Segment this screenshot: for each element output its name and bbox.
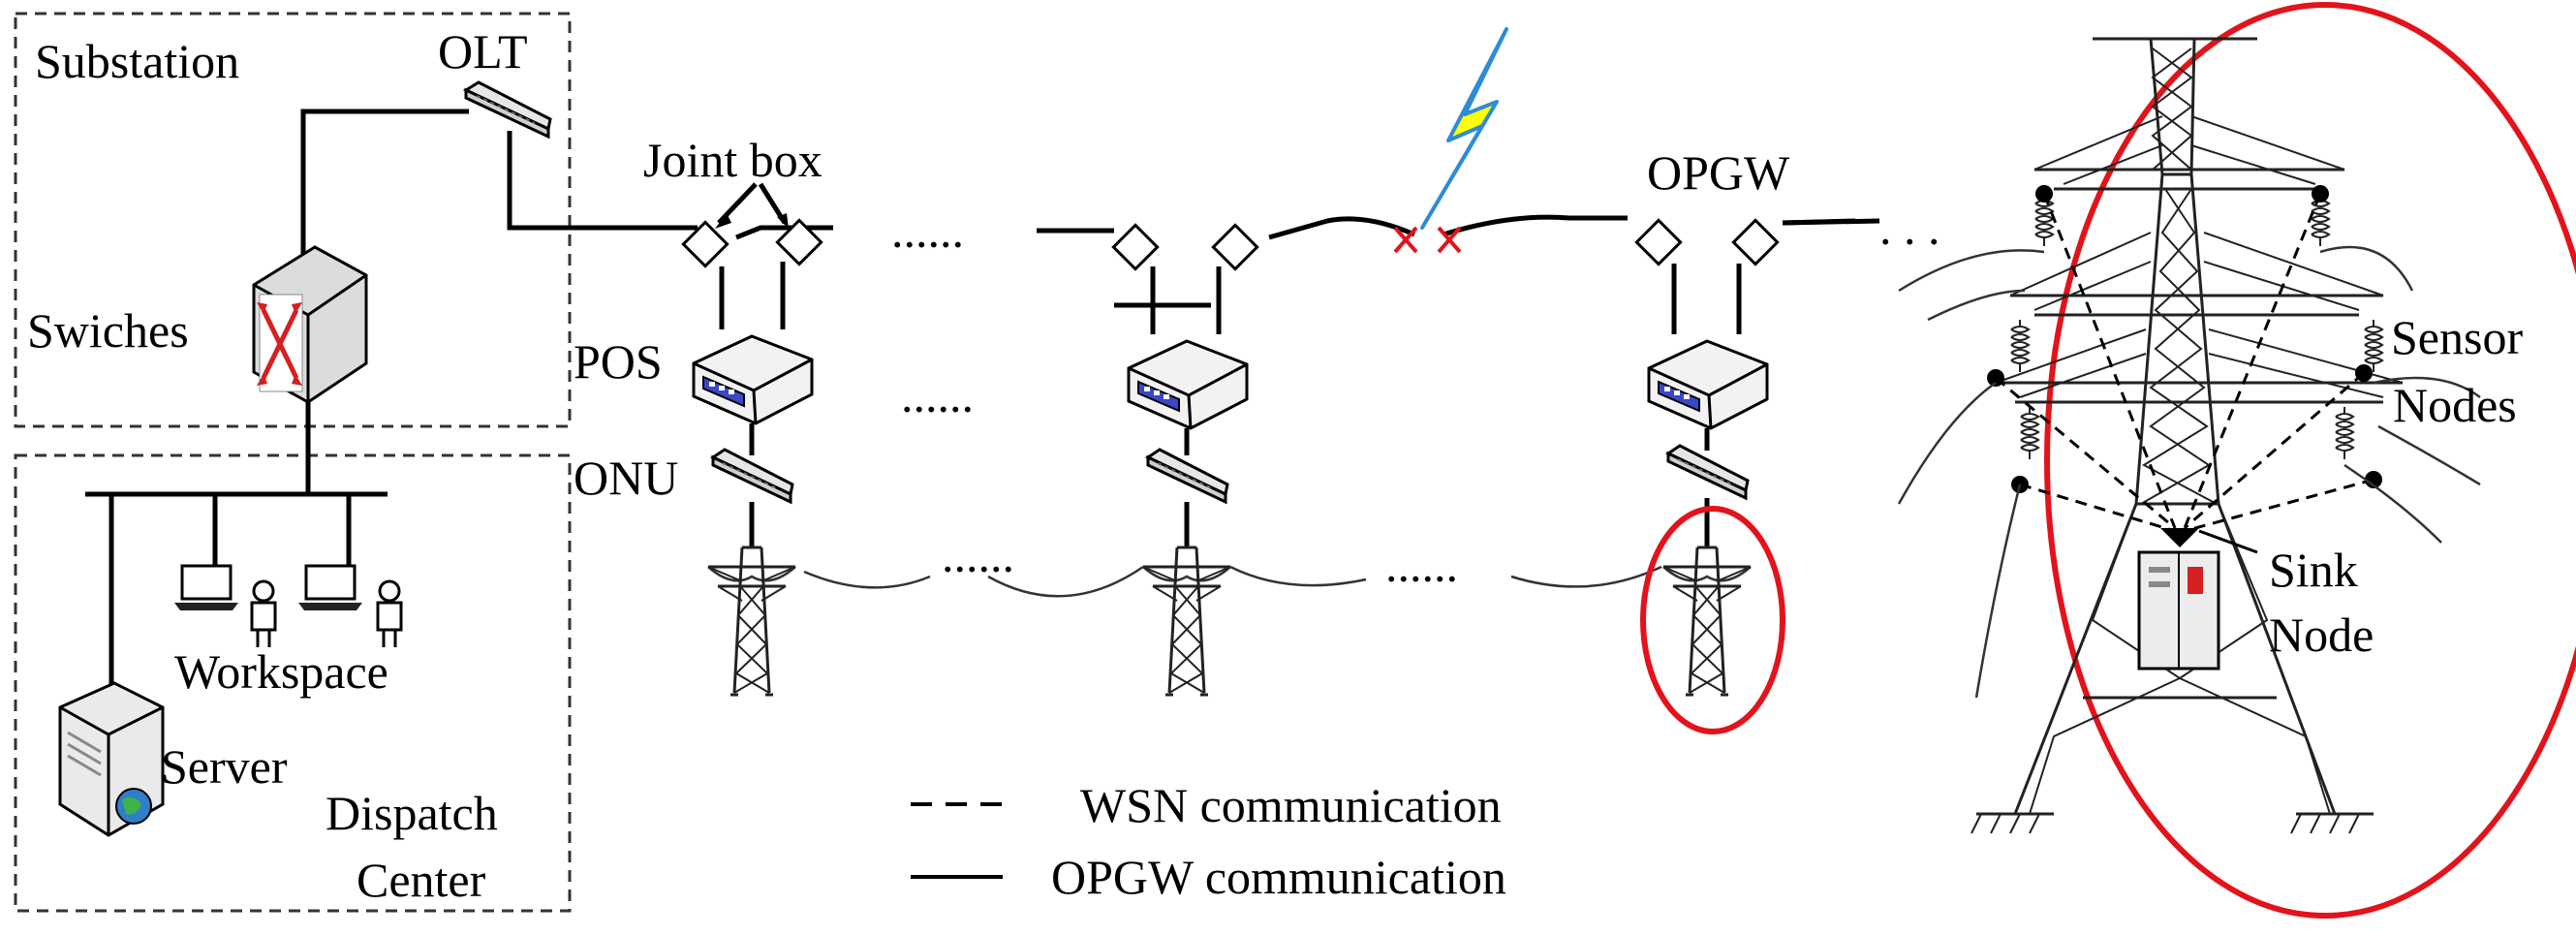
substation-box — [14, 12, 572, 428]
tower-icon — [1141, 546, 1232, 697]
onu-icon — [1666, 444, 1750, 500]
tower-icon — [1661, 546, 1753, 697]
sensor-nodes-label-1: Sensor — [2391, 310, 2523, 364]
legend-wsn-label: WSN communication — [1080, 778, 1502, 832]
fault-cross-icon — [1393, 226, 1462, 254]
pos-icon — [1127, 339, 1249, 430]
joint-box-icon — [1731, 218, 1780, 266]
switch-icon — [252, 245, 368, 404]
switches-label: Swiches — [27, 303, 189, 358]
workspace-label: Workspace — [174, 644, 388, 699]
legend: WSN communication OPGW communication — [911, 778, 1506, 904]
olt-icon — [462, 80, 552, 140]
conductors — [1897, 245, 2481, 699]
server-icon — [58, 681, 165, 837]
tower-detail-ring — [2044, 2, 2576, 919]
lightning-icon — [1420, 27, 1508, 230]
olt-label: OLT — [438, 24, 528, 78]
tower-icon — [706, 546, 797, 697]
onu-icon — [1146, 448, 1229, 504]
ellipsis-top: ...... — [891, 203, 964, 258]
tower-highlight-ring — [1640, 506, 1785, 734]
dispatch-label-2: Center — [357, 853, 486, 907]
laptop-icon — [174, 564, 238, 610]
dispatch-center-box — [14, 453, 572, 913]
person-icon — [250, 579, 277, 647]
pos-icon — [692, 334, 814, 425]
wsn-links — [1995, 193, 2374, 533]
onu-label: ONU — [574, 451, 678, 505]
dispatch-label-1: Dispatch — [326, 786, 498, 840]
substation-label: Substation — [35, 34, 239, 88]
legend-opgw-label: OPGW communication — [1051, 850, 1506, 904]
joint-box-label: Joint box — [643, 133, 822, 187]
ellipsis-right: . . . — [1879, 201, 1940, 255]
sensor-nodes-label-2: Nodes — [2393, 378, 2517, 432]
onu-icon — [711, 448, 794, 504]
pos-label: POS — [574, 334, 663, 389]
ellipsis-bottom-2: ...... — [1385, 538, 1458, 592]
ellipsis-bottom-1: ...... — [942, 528, 1014, 582]
opgw-label: OPGW — [1647, 145, 1790, 200]
sink-node-label-1: Sink — [2269, 543, 2358, 597]
sink-node-label-2: Node — [2269, 608, 2374, 662]
ellipsis-mid: ...... — [901, 368, 974, 422]
person-icon — [376, 579, 403, 647]
pos-icon — [1647, 339, 1769, 430]
joint-box-icon — [1634, 218, 1683, 266]
server-label: Server — [161, 739, 288, 794]
joint-box-icon — [1111, 223, 1160, 271]
tower-icon — [1971, 37, 2404, 834]
laptop-icon — [298, 564, 362, 610]
joint-box-icon — [1211, 223, 1259, 271]
